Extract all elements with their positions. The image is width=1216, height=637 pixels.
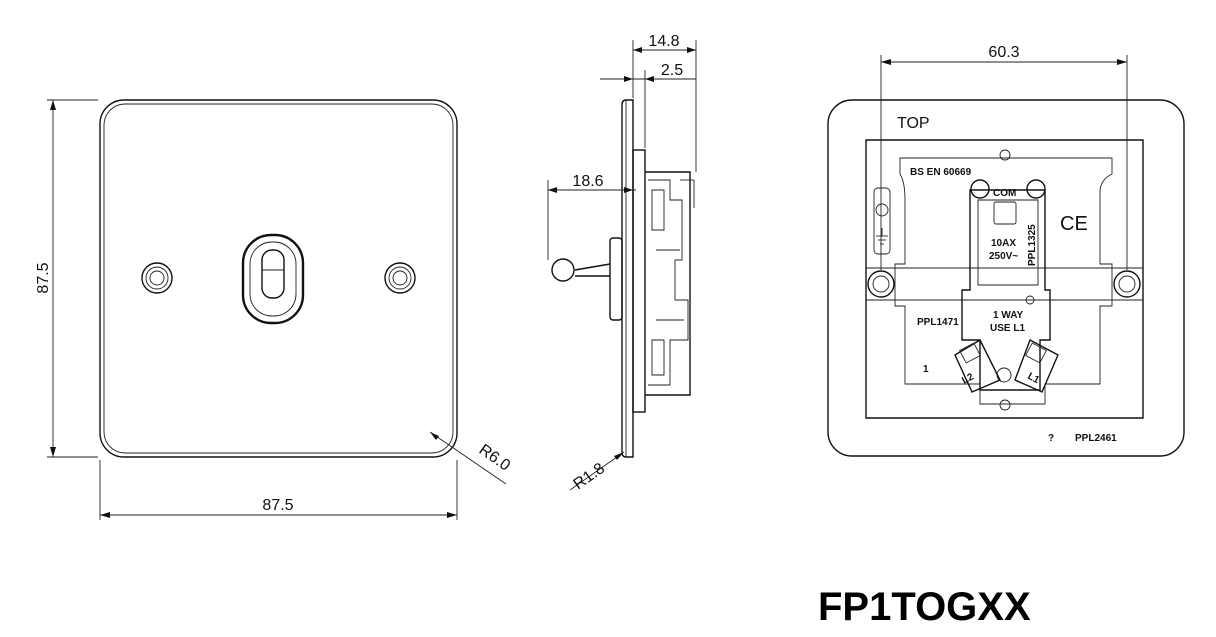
side-toggle-icon — [551, 237, 623, 321]
front-height-dimension: 87.5 — [35, 99, 98, 458]
standard-label: BS EN 60669 — [910, 167, 972, 178]
edge-radius-leader: R1.8 — [569, 451, 625, 493]
front-width-label: 87.5 — [262, 497, 293, 514]
top-hole-icon — [999, 149, 1011, 161]
rating-voltage-label: 250V~ — [989, 251, 1018, 262]
com-label: COM — [993, 188, 1016, 199]
edge-radius-label: R1.8 — [571, 460, 609, 493]
rear-plate-outline — [827, 99, 1185, 457]
side-back-frame — [632, 149, 646, 413]
position-mark: 1 — [923, 364, 929, 375]
side-mechanism-outline — [645, 171, 691, 396]
com-screw-left-icon — [970, 179, 990, 199]
part-bottom-label: PPL2461 — [1075, 433, 1117, 444]
terminal-l2-label: L2 — [960, 371, 976, 386]
rear-left-screw-icon — [867, 270, 895, 298]
com-screw-right-icon — [1026, 179, 1046, 199]
front-width-dimension: 87.5 — [99, 460, 458, 520]
model-code: FP1TOGXX — [818, 585, 1031, 629]
plate-depth-label: 2.5 — [661, 62, 683, 79]
left-screw-icon — [141, 262, 173, 294]
corner-radius-label: R6.0 — [476, 441, 514, 474]
bottom-hole-icon — [999, 399, 1011, 411]
corner-radius-leader: R6.0 — [429, 431, 514, 485]
use-label: USE L1 — [990, 323, 1025, 334]
front-plate-outline — [99, 99, 458, 458]
svg-text:CE: CE — [1060, 213, 1088, 235]
toggle-projection-dimension: 18.6 — [547, 173, 636, 260]
overall-depth-dimension: 14.8 — [632, 33, 697, 172]
way-label: 1 WAY — [993, 310, 1024, 321]
rear-mounting-frame — [865, 139, 1144, 419]
front-plate-bevel — [103, 103, 454, 454]
right-screw-icon — [384, 262, 416, 294]
rear-right-screw-icon — [1113, 270, 1141, 298]
terminal-l1-block — [1014, 339, 1059, 393]
plate-depth-dimension: 2.5 — [600, 62, 696, 148]
top-label: TOP — [897, 115, 930, 132]
front-height-label: 87.5 — [35, 262, 52, 293]
rating-current-label: 10AX — [991, 238, 1016, 249]
overall-depth-label: 14.8 — [648, 33, 679, 50]
ce-mark-icon: CE — [1060, 213, 1088, 235]
earth-terminal-icon — [873, 187, 891, 255]
fixing-centres-label: 60.3 — [988, 44, 1019, 61]
side-plate-profile — [621, 99, 634, 458]
terminal-l1-label: L1 — [1026, 371, 1042, 386]
side-view: 14.8 2.5 18.6 R1.8 — [547, 33, 697, 493]
small-mark: ? — [1048, 433, 1054, 444]
terminal-l2-block — [954, 339, 1001, 393]
toggle-switch-icon — [241, 233, 305, 325]
part-left-label: PPL1471 — [917, 317, 959, 328]
part-vertical-label: PPL1325 — [1027, 224, 1038, 266]
toggle-projection-label: 18.6 — [572, 173, 603, 190]
front-view: 87.5 87.5 R6.0 — [35, 99, 514, 520]
rear-view: CE TOP BS EN 60669 COM 10AX 250V~ PPL132… — [827, 44, 1185, 457]
fixing-centres-dimension: 60.3 — [880, 44, 1128, 270]
